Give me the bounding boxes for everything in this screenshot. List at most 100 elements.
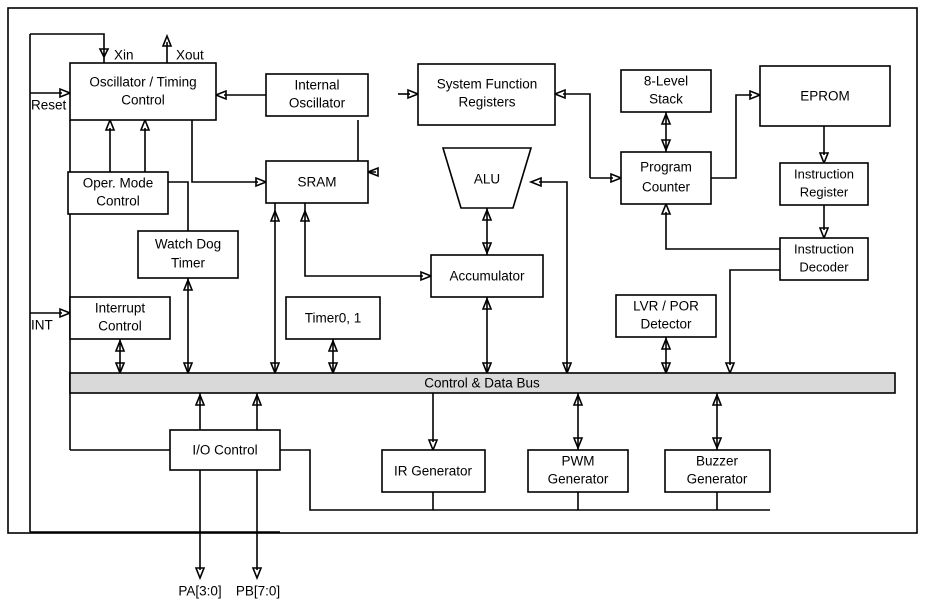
arrow-top-to-sram-right — [365, 166, 379, 178]
arrow-eprom-to-ir — [818, 152, 830, 166]
arrow-bus-to-alu — [528, 176, 542, 188]
block-alu[interactable] — [441, 147, 533, 209]
label-lvr-por-detector-1: LVR / POR — [633, 299, 699, 314]
arrow-left-to-sfr — [407, 88, 421, 100]
label-alu: ALU — [474, 172, 500, 187]
wire-idec-to-bus — [729, 269, 780, 365]
label-watch-dog-timer-2: Timer — [171, 256, 205, 271]
arrow-pc-to-eprom — [749, 89, 763, 101]
arrow-lvr-up — [660, 362, 672, 376]
label-pwm-generator-2: Generator — [548, 472, 609, 487]
block-io-control[interactable] — [169, 429, 281, 471]
arrow-acc-up — [481, 242, 493, 256]
block-interrupt-control[interactable] — [69, 296, 171, 340]
label-ir-generator: IR Generator — [394, 464, 473, 479]
block-8-level-stack[interactable] — [620, 69, 712, 113]
label-8-level-stack-1: 8-Level — [644, 74, 688, 89]
arrow-sram-down — [269, 362, 281, 376]
block-internal-oscillator[interactable] — [265, 73, 369, 117]
label-accumulator: Accumulator — [449, 269, 525, 284]
arrow-timer-up — [327, 362, 339, 376]
label-oper-mode-control-2: Control — [96, 194, 140, 209]
label-instruction-decoder-1: Instruction — [794, 241, 854, 256]
arrow-idec-to-pc — [660, 201, 672, 215]
block-ir-generator[interactable] — [381, 449, 486, 493]
arrow-bus-up-acc — [481, 362, 493, 376]
label-lvr-por-detector-2: Detector — [640, 317, 692, 332]
label-io-control: I/O Control — [192, 443, 257, 458]
block-eprom[interactable] — [759, 65, 891, 127]
arrow-pb — [251, 567, 263, 581]
arrow-wdt-down — [182, 277, 194, 291]
arrow-sram-up — [269, 208, 281, 222]
label-8-level-stack-2: Stack — [649, 92, 683, 107]
arrow-pwm-up — [572, 437, 584, 451]
pin-label-xout: Xout — [176, 48, 204, 63]
wire-osc-to-sram — [191, 120, 258, 183]
arrow-xin — [98, 48, 110, 59]
arrow-reset — [59, 87, 73, 99]
arrow-stack-down — [660, 111, 672, 125]
block-system-function-registers[interactable] — [417, 63, 556, 126]
label-program-counter-1: Program — [640, 160, 692, 175]
block-oper-mode-control[interactable] — [67, 171, 169, 215]
label-system-function-registers-1: System Function — [437, 77, 538, 92]
label-eprom: EPROM — [800, 89, 850, 104]
block-accumulator[interactable] — [430, 254, 544, 298]
block-oscillator-timing-control[interactable] — [69, 62, 217, 121]
wire-sram-to-acc — [304, 203, 423, 277]
block-instruction-decoder[interactable] — [779, 237, 869, 281]
label-internal-oscillator-1: Internal — [294, 78, 339, 93]
arrow-intosc-to-osc — [213, 89, 227, 101]
arrow-alu-down — [481, 207, 493, 221]
arrow-bus-to-ir — [427, 439, 439, 453]
arrow-pwm-down — [572, 392, 584, 406]
arrow-xout — [161, 33, 173, 47]
label-buzzer-generator-2: Generator — [687, 472, 748, 487]
chip-boundary-frame — [7, 7, 918, 534]
pin-label-int: INT — [31, 318, 53, 333]
wire-io-to-generators — [280, 449, 770, 511]
wire-pc-to-eprom — [711, 94, 752, 179]
wire-xin — [30, 33, 105, 57]
block-lvr-por-detector[interactable] — [615, 294, 717, 338]
arrow-ireg-to-idec — [818, 227, 830, 241]
arrow-buzzer-down — [711, 392, 723, 406]
block-sram[interactable] — [265, 160, 369, 204]
label-interrupt-control-1: Interrupt — [95, 301, 146, 316]
arrow-pcjunction-to-sfr — [552, 88, 566, 100]
wire-idec-to-pc — [665, 212, 780, 250]
block-instruction-register[interactable] — [779, 162, 869, 206]
arrow-idec-to-bus — [724, 362, 736, 376]
label-instruction-decoder-2: Decoder — [799, 259, 849, 274]
block-pwm-generator[interactable] — [527, 449, 629, 493]
label-oscillator-timing-control-1: Oscillator / Timing — [89, 75, 196, 90]
block-timer0-1[interactable] — [285, 296, 381, 340]
control-data-bus-label: Control & Data Bus — [424, 376, 540, 391]
arrow-intc-down — [114, 338, 126, 352]
label-timer0-1: Timer0, 1 — [305, 311, 362, 326]
label-sram: SRAM — [297, 175, 336, 190]
label-instruction-register-1: Instruction — [794, 166, 854, 181]
arrow-buzzer-up — [711, 437, 723, 451]
arrow-up-to-sram-b — [299, 208, 311, 222]
block-program-counter[interactable] — [620, 151, 712, 205]
label-program-counter-2: Counter — [642, 180, 691, 195]
label-buzzer-generator-1: Buzzer — [696, 454, 739, 469]
block-buzzer-generator[interactable] — [664, 449, 771, 493]
arrow-junction-to-pc — [610, 172, 624, 184]
label-system-function-registers-2: Registers — [458, 95, 515, 110]
block-watch-dog-timer[interactable] — [137, 230, 239, 279]
arrow-timer-down — [327, 338, 339, 352]
arrow-stack-up — [660, 139, 672, 153]
label-internal-oscillator-2: Oscillator — [289, 96, 346, 111]
arrow-io-up-b — [251, 392, 263, 406]
arrow-pa — [194, 567, 206, 581]
arrow-wdt-to-osc — [139, 117, 151, 131]
control-data-bus — [69, 372, 896, 394]
label-instruction-register-2: Register — [800, 184, 849, 199]
pin-label-pa: PA[3:0] — [178, 584, 221, 599]
arrow-int — [59, 307, 73, 319]
